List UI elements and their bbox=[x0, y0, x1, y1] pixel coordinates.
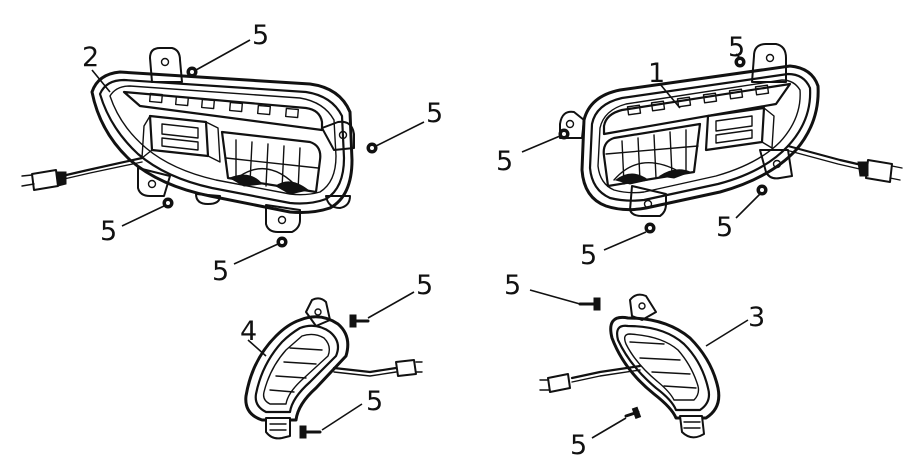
callout-2: 2 bbox=[82, 42, 99, 73]
screw bbox=[299, 425, 322, 439]
screw bbox=[644, 222, 656, 234]
callout-5: 5 bbox=[728, 32, 745, 63]
callout-5: 5 bbox=[212, 256, 229, 287]
screw bbox=[366, 142, 378, 154]
screw bbox=[162, 197, 174, 209]
callout-4: 4 bbox=[240, 316, 257, 347]
callout-1: 1 bbox=[648, 58, 665, 89]
callout-5: 5 bbox=[416, 270, 433, 301]
screw-fasteners bbox=[162, 56, 768, 439]
left-headlight-assembly bbox=[21, 47, 355, 233]
screw bbox=[624, 406, 642, 420]
screw bbox=[186, 66, 198, 78]
screw bbox=[578, 297, 601, 311]
callout-5: 5 bbox=[504, 270, 521, 301]
screw bbox=[558, 128, 570, 140]
callout-5: 5 bbox=[580, 240, 597, 271]
right-position-lamp bbox=[539, 293, 721, 439]
callout-5: 5 bbox=[570, 430, 587, 460]
right-headlight-assembly bbox=[559, 43, 903, 217]
screw bbox=[756, 184, 768, 196]
leader-lines bbox=[91, 39, 761, 439]
left-position-lamp bbox=[244, 297, 423, 440]
callout-5: 5 bbox=[366, 386, 383, 417]
callout-5: 5 bbox=[496, 146, 513, 177]
screw bbox=[276, 236, 288, 248]
callout-5: 5 bbox=[716, 212, 733, 243]
callout-numbers: 2 1 3 4 5 5 5 5 5 5 5 5 5 5 5 5 bbox=[82, 20, 765, 460]
callout-3: 3 bbox=[748, 302, 765, 333]
callout-5: 5 bbox=[100, 216, 117, 247]
screw bbox=[349, 314, 370, 328]
callout-5: 5 bbox=[252, 20, 269, 51]
callout-5: 5 bbox=[426, 98, 443, 129]
